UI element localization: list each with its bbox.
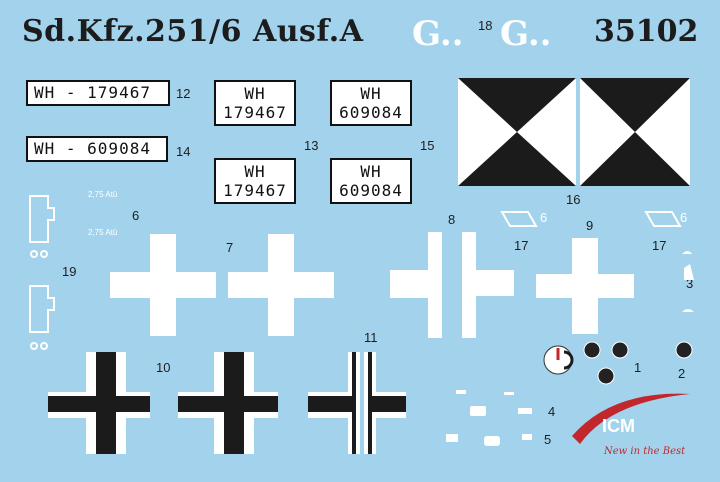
- plate-13-bottom: WH 179467: [214, 158, 296, 204]
- plate-13-top: WH 179467: [214, 80, 296, 126]
- gauge-small-2: [611, 341, 629, 359]
- decal-number-1: 1: [634, 360, 642, 375]
- tire-dot: [40, 342, 48, 350]
- decal-number-11: 11: [364, 330, 378, 345]
- decal-number-17b: 17: [652, 238, 667, 253]
- plate-line: WH: [244, 162, 266, 181]
- black-cross-10b: [178, 352, 278, 454]
- decal-number-15: 15: [420, 138, 435, 153]
- decal-number-8: 8: [448, 212, 456, 227]
- plate-line: WH: [360, 84, 382, 103]
- small-bit: [518, 408, 532, 414]
- decal-number-2: 2: [678, 366, 686, 381]
- decal-number-6-white-b: 6: [680, 210, 688, 225]
- pressure-label-2: 2,75 Atü: [88, 228, 118, 237]
- plate-12: WH - 179467: [26, 80, 170, 106]
- plate-14: WH - 609084: [26, 136, 168, 162]
- decal-number-10: 10: [156, 360, 171, 375]
- small-bit: [446, 434, 458, 442]
- half-cross-11-left: [308, 352, 360, 454]
- white-cross-7a: [110, 234, 216, 336]
- plate-line: 609084: [339, 103, 403, 122]
- small-bit: [456, 390, 466, 394]
- decal-number-19: 19: [62, 264, 77, 279]
- tire-dot: [30, 342, 38, 350]
- decal-number-6: 6: [132, 208, 140, 223]
- white-cross-7b: [228, 234, 334, 336]
- gauge-small-1: [583, 341, 601, 359]
- small-shape-3c: [682, 309, 694, 312]
- decal-number-5: 5: [544, 432, 552, 447]
- decal-number-6-white-a: 6: [540, 210, 548, 225]
- gauge-large: [543, 345, 574, 375]
- half-cross-11-right: [364, 352, 406, 454]
- decal-number-14: 14: [176, 144, 191, 159]
- decal-number-12: 12: [176, 86, 191, 101]
- plate-15-top: WH 609084: [330, 80, 412, 126]
- plate-line: 609084: [339, 181, 403, 200]
- plate-line: 179467: [223, 103, 287, 122]
- flag-panel-right: [580, 78, 690, 186]
- gauge-small-4: [675, 341, 693, 359]
- half-cross-8-left: [390, 232, 442, 338]
- decal-number-3: 3: [686, 276, 694, 291]
- icm-logo-swoosh: [572, 393, 690, 444]
- icm-logo-text: ICM: [602, 416, 635, 436]
- small-bit: [504, 392, 514, 395]
- decal-number-18: 18: [478, 18, 493, 33]
- small-bit: [522, 434, 532, 440]
- decal-number-7: 7: [226, 240, 234, 255]
- outline-tag-17a: [500, 211, 538, 227]
- decal-number-17a: 17: [514, 238, 529, 253]
- flag-panel-left: [458, 78, 576, 186]
- plate-15-bottom: WH 609084: [330, 158, 412, 204]
- decal-number-4: 4: [548, 404, 556, 419]
- small-bit: [484, 436, 500, 446]
- tire-outline-6: [29, 195, 55, 243]
- plate-line: WH: [360, 162, 382, 181]
- decal-number-13: 13: [304, 138, 319, 153]
- small-bit: [470, 406, 486, 416]
- small-shape-3a: [682, 251, 692, 254]
- plate-line: WH: [244, 84, 266, 103]
- plate-line: 179467: [223, 181, 287, 200]
- decal-number-16: 16: [566, 192, 581, 207]
- sheet-title: Sd.Kfz.251/6 Ausf.A: [22, 14, 364, 49]
- g-mark-2: G..: [500, 14, 552, 54]
- black-cross-10a: [48, 352, 150, 454]
- white-cross-9: [536, 238, 634, 334]
- decal-number-9: 9: [586, 218, 594, 233]
- small-shape-3b: [684, 264, 694, 280]
- half-cross-8-right: [462, 232, 514, 338]
- pressure-label-1: 2,75 Atü: [88, 190, 118, 199]
- tire-outline-19: [29, 285, 55, 333]
- icm-logo-slogan: New in the Best: [604, 446, 686, 457]
- gauge-small-3: [597, 367, 615, 385]
- tire-dot: [40, 250, 48, 258]
- outline-tag-17b: [644, 211, 682, 227]
- g-mark-1: G..: [412, 14, 464, 54]
- tire-dot: [30, 250, 38, 258]
- kit-code: 35102: [594, 14, 699, 49]
